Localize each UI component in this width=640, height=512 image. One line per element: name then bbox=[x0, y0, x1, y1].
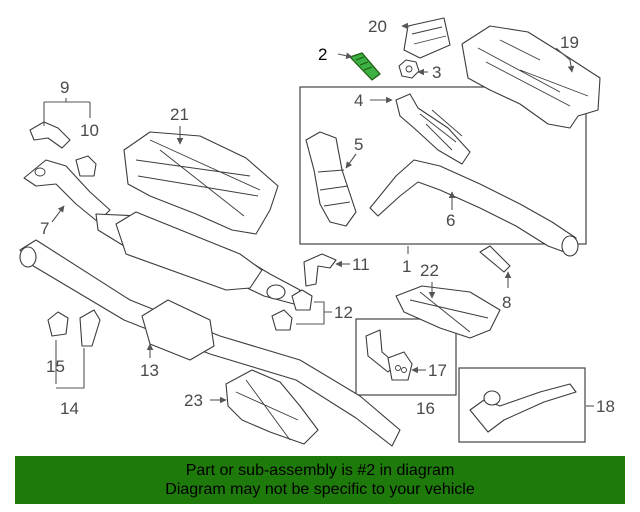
notice-line-part-number: Part or sub-assembly is #2 in diagram bbox=[185, 462, 455, 479]
notice-line-disclaimer: Diagram may not be specific to your vehi… bbox=[165, 481, 475, 498]
part-11-hanger[interactable] bbox=[303, 253, 337, 287]
callout-17: 17 bbox=[428, 361, 447, 380]
callout-11: 11 bbox=[352, 255, 370, 274]
part-15-insulator[interactable] bbox=[47, 311, 69, 337]
callout-6: 6 bbox=[446, 211, 455, 230]
part-2-oxygen-sensor[interactable] bbox=[348, 52, 381, 81]
exhaust-system-diagram: 9 10 21 7 2 20 19 3 4 5 6 1 11 22 8 12 1… bbox=[19, 17, 615, 447]
callout-9: 9 bbox=[60, 78, 69, 97]
part-18-hose[interactable] bbox=[469, 383, 577, 433]
part-12-insulator-lower[interactable] bbox=[271, 309, 293, 331]
callout-13: 13 bbox=[140, 361, 159, 380]
callout-1: 1 bbox=[402, 257, 411, 276]
callout-12: 12 bbox=[334, 303, 353, 322]
callout-14: 14 bbox=[60, 399, 79, 418]
part-8-bolt[interactable] bbox=[479, 245, 511, 273]
part-4-catalytic-converter[interactable] bbox=[395, 93, 471, 165]
callout-10: 10 bbox=[80, 121, 99, 140]
part-23-heat-shield[interactable] bbox=[225, 369, 319, 445]
callout-2: 2 bbox=[318, 45, 327, 64]
part-21-heat-shield[interactable] bbox=[123, 131, 279, 235]
part-17-insulator[interactable] bbox=[387, 351, 413, 381]
callout-18: 18 bbox=[596, 397, 615, 416]
frame-part-18-group bbox=[458, 367, 586, 443]
part-13-tail-pipe[interactable] bbox=[19, 239, 401, 447]
part-3-nut[interactable] bbox=[398, 59, 420, 79]
part-9-bracket[interactable] bbox=[29, 121, 71, 149]
part-muffler-assembly[interactable] bbox=[95, 211, 301, 305]
frame-part-16-group bbox=[355, 318, 457, 396]
part-5-catalytic-converter[interactable] bbox=[305, 131, 357, 227]
callout-4: 4 bbox=[354, 91, 363, 110]
diagram-notice-banner: Part or sub-assembly is #2 in diagram Di… bbox=[15, 456, 625, 504]
part-22-heat-shield[interactable] bbox=[395, 285, 501, 339]
callout-20: 20 bbox=[368, 17, 387, 36]
callout-23: 23 bbox=[184, 391, 203, 410]
part-12-insulator-upper[interactable] bbox=[291, 289, 313, 311]
part-20-heat-shield[interactable] bbox=[403, 17, 451, 59]
callout-22: 22 bbox=[420, 261, 439, 280]
part-7-front-pipe[interactable] bbox=[23, 159, 111, 223]
callout-8: 8 bbox=[502, 293, 511, 312]
part-14-bracket[interactable] bbox=[79, 309, 101, 347]
callout-5: 5 bbox=[354, 135, 363, 154]
callout-19: 19 bbox=[560, 33, 579, 52]
callout-15: 15 bbox=[46, 357, 65, 376]
callout-21: 21 bbox=[170, 105, 189, 124]
callout-3: 3 bbox=[432, 63, 441, 82]
frame-catalytic-converter-group bbox=[299, 86, 587, 245]
callout-7: 7 bbox=[40, 219, 49, 238]
callout-16: 16 bbox=[416, 399, 435, 418]
part-10-insulator[interactable] bbox=[75, 155, 97, 177]
part-19-heat-shield[interactable] bbox=[461, 25, 601, 129]
part-6-y-pipe[interactable] bbox=[369, 159, 579, 257]
